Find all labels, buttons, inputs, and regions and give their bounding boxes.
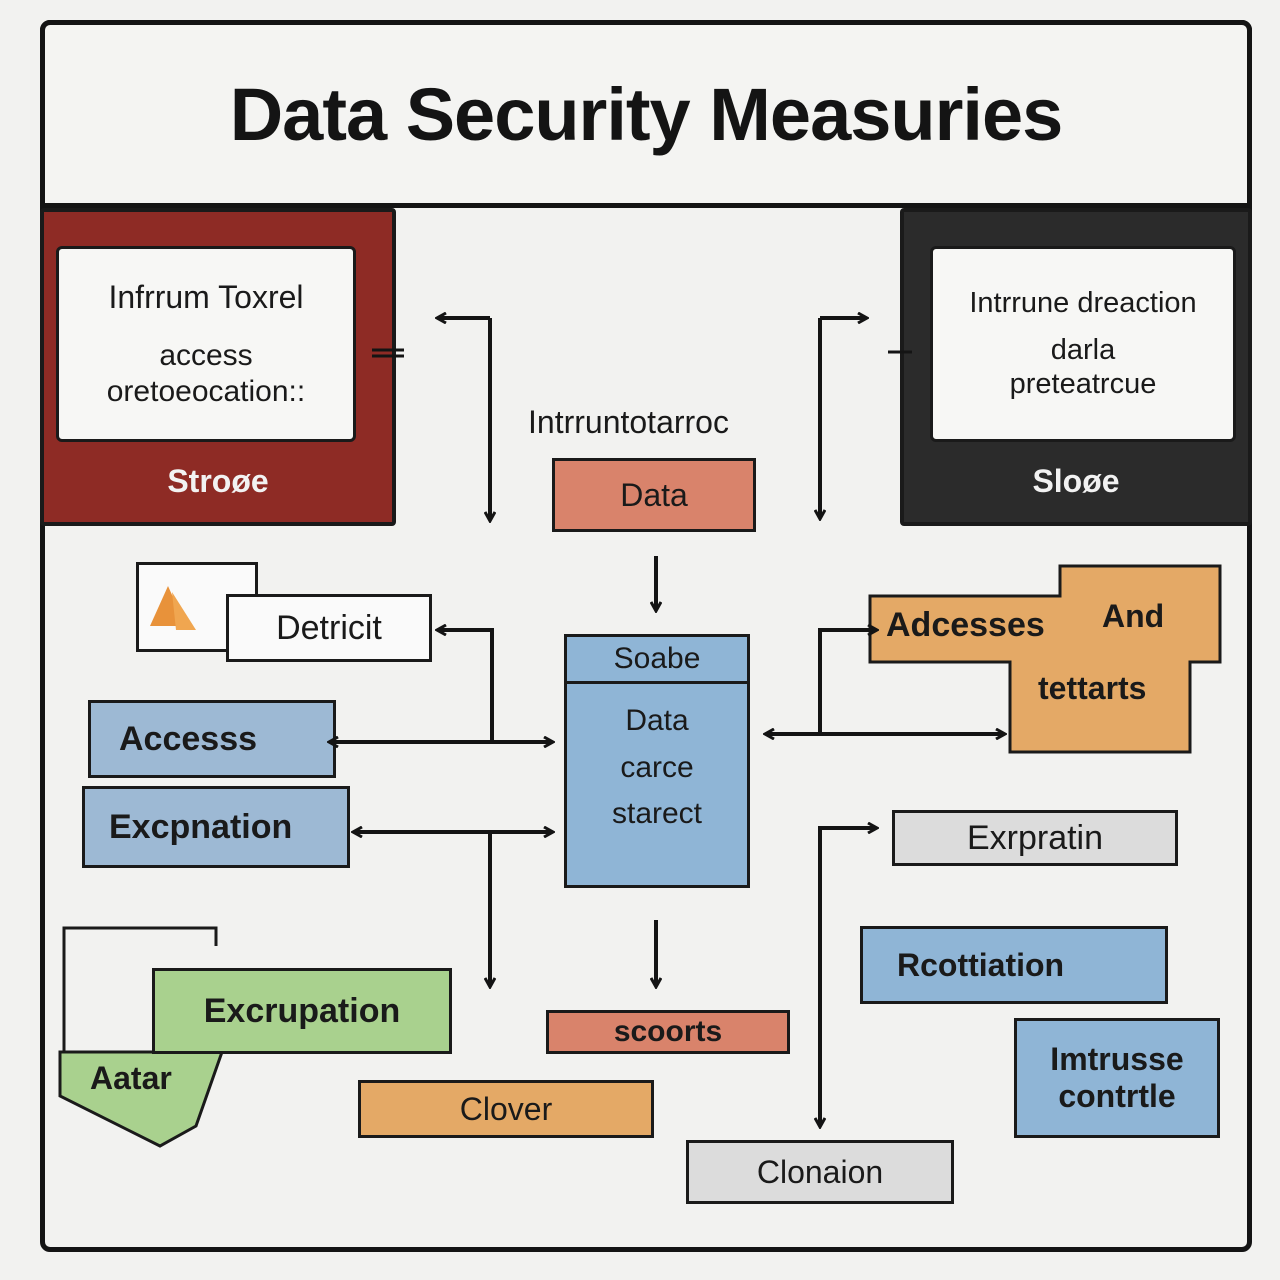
and-label: And [1102, 598, 1165, 634]
store-body: Data carce starect [567, 684, 747, 838]
store-box: Soabe Data carce starect [564, 634, 750, 888]
warning-icon [150, 586, 196, 630]
exrpratin-box: Exrpratin [892, 810, 1178, 866]
connector-stub-left [372, 348, 404, 358]
data-box-label: Data [620, 476, 688, 513]
access-box: Accesss [88, 700, 336, 778]
store-line1: Data [625, 704, 689, 737]
center-caption: Intrruntotarroc [528, 404, 729, 440]
left-storage-label: Stroøe [167, 463, 269, 499]
right-storage-label: Sloøe [1032, 463, 1120, 499]
exrpratin-label: Exrpratin [966, 818, 1104, 857]
arrow-to-detricit [438, 630, 494, 740]
store-header: Soabe [567, 637, 747, 684]
right-storage-card: Intrrune dreaction darla preteatrcue [930, 246, 1236, 442]
excpnation-box: Excpnation [82, 786, 350, 868]
adcesses-label: Adcesses [886, 606, 1045, 644]
clover-box: Clover [358, 1080, 654, 1138]
title-bar: Data Security Measuries [40, 20, 1252, 208]
left-storage-card: Infrrum Toxrel access oretoeocation:: [56, 246, 356, 442]
left-storage-line1: Infrrum Toxrel [108, 278, 304, 315]
scoorts-label: scoorts [613, 1015, 723, 1048]
data-box: Data [552, 458, 756, 532]
tettarts-label: tettarts [1038, 670, 1147, 706]
store-line3: starect [611, 797, 703, 830]
right-storage-line3: preteatrcue [1009, 368, 1157, 401]
adcesses-shape [868, 564, 1222, 754]
rcottiation-label: Rcottiation [897, 946, 1065, 983]
excrupation-label: Excrupation [203, 991, 401, 1030]
diagram-title: Data Security Measuries [229, 72, 1064, 156]
clonaion-box: Clonaion [686, 1140, 954, 1204]
aatar-label: Aatar [90, 1060, 172, 1096]
store-header-label: Soabe [613, 642, 701, 675]
excrupation-box: Excrupation [152, 968, 452, 1054]
excpnation-label: Excpnation [109, 807, 293, 846]
clover-label: Clover [459, 1090, 553, 1127]
store-line2: carce [620, 750, 694, 784]
left-storage-line3: oretoeocation:: [106, 375, 306, 409]
scoorts-box: scoorts [546, 1010, 790, 1054]
left-storage-panel: Infrrum Toxrel access oretoeocation:: St… [40, 208, 396, 526]
right-storage-line1: Intrrune dreaction [969, 286, 1197, 319]
intrusse-box: Imtrusse contrtle [1014, 1018, 1220, 1138]
right-storage-panel: Intrrune dreaction darla preteatrcue Slo… [900, 208, 1252, 526]
intrusse-line1: Imtrusse [1050, 1041, 1184, 1077]
clonaion-label: Clonaion [756, 1153, 884, 1190]
left-storage-line2: access [159, 339, 253, 373]
arrow-to-adcesses [818, 630, 876, 734]
rcottiation-box: Rcottiation [860, 926, 1168, 1004]
access-label: Accesss [119, 719, 258, 758]
arrow-to-exrpratin [818, 828, 876, 1124]
detrict-box: Detricit [226, 594, 432, 662]
right-storage-line2: darla [1050, 333, 1116, 366]
detrict-label: Detricit [276, 608, 382, 647]
intrusse-line2: contrtle [1058, 1078, 1176, 1114]
